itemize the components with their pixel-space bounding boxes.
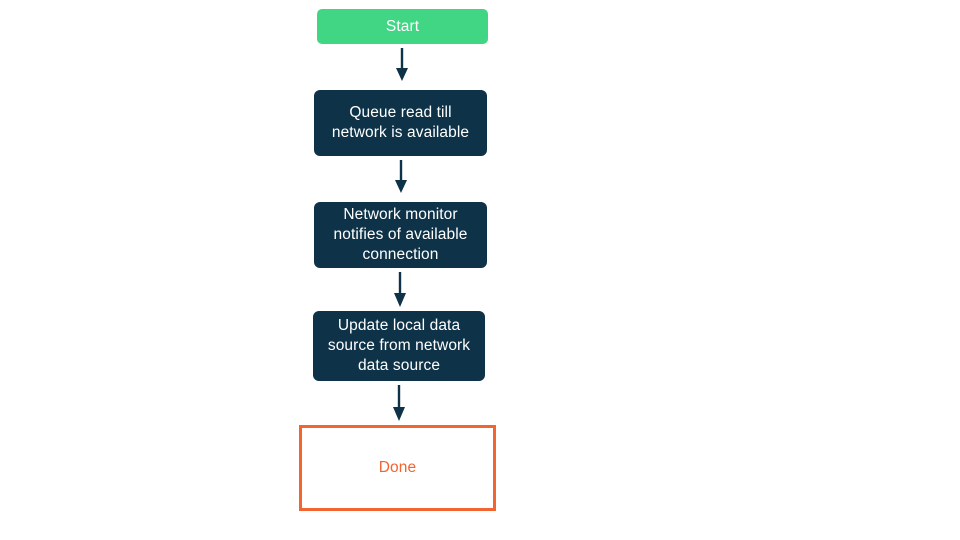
connector-start-to-queue-read xyxy=(395,48,409,82)
flow-node-network-monitor-label: Network monitor notifies of available co… xyxy=(333,206,468,263)
flow-node-queue-read[interactable]: Queue read till network is available xyxy=(314,90,487,156)
connector-queue-read-to-network-monitor xyxy=(394,160,408,194)
flow-node-update-local-label: Update local data source from network da… xyxy=(327,317,471,374)
connector-update-local-to-done xyxy=(392,385,406,421)
flow-node-queue-read-label: Queue read till network is available xyxy=(331,104,470,141)
flow-node-done[interactable]: Done xyxy=(299,425,496,511)
flow-node-start-label: Start xyxy=(385,17,420,35)
flow-node-network-monitor[interactable]: Network monitor notifies of available co… xyxy=(314,202,487,268)
flow-node-done-label: Done xyxy=(378,459,417,477)
connector-network-monitor-to-update-local xyxy=(393,272,407,308)
flow-node-start[interactable]: Start xyxy=(317,9,488,44)
flow-node-update-local[interactable]: Update local data source from network da… xyxy=(313,311,485,381)
